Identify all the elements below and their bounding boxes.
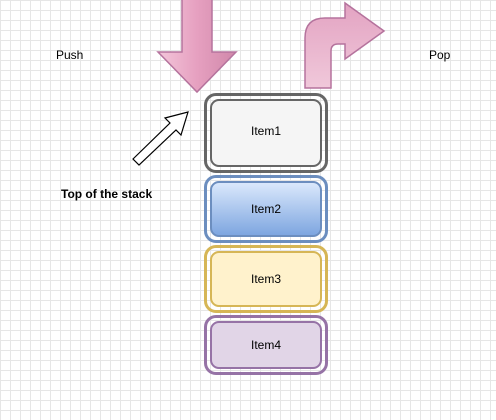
stack-item-1[interactable]: Item1 xyxy=(204,93,328,173)
stack-item-1-label: Item1 xyxy=(250,124,281,138)
stack-item-4[interactable]: Item4 xyxy=(204,315,328,375)
push-label: Push xyxy=(56,48,84,62)
top-of-stack-pointer-icon xyxy=(132,111,189,166)
push-arrow-icon xyxy=(156,0,238,94)
stack-item-1-inner: Item1 xyxy=(210,99,322,167)
pop-arrow-icon xyxy=(304,1,386,89)
stack-item-3-inner: Item3 xyxy=(210,251,322,307)
stack-item-2-label: Item2 xyxy=(250,202,281,216)
pop-label: Pop xyxy=(429,48,451,62)
stack-item-2[interactable]: Item2 xyxy=(204,175,328,243)
top-of-stack-label: Top of the stack xyxy=(61,187,153,201)
stack-item-3[interactable]: Item3 xyxy=(204,245,328,313)
stack-item-4-inner: Item4 xyxy=(210,321,322,369)
stack-item-2-inner: Item2 xyxy=(210,181,322,237)
stack-item-3-label: Item3 xyxy=(250,272,281,286)
stack-item-4-label: Item4 xyxy=(250,338,281,352)
